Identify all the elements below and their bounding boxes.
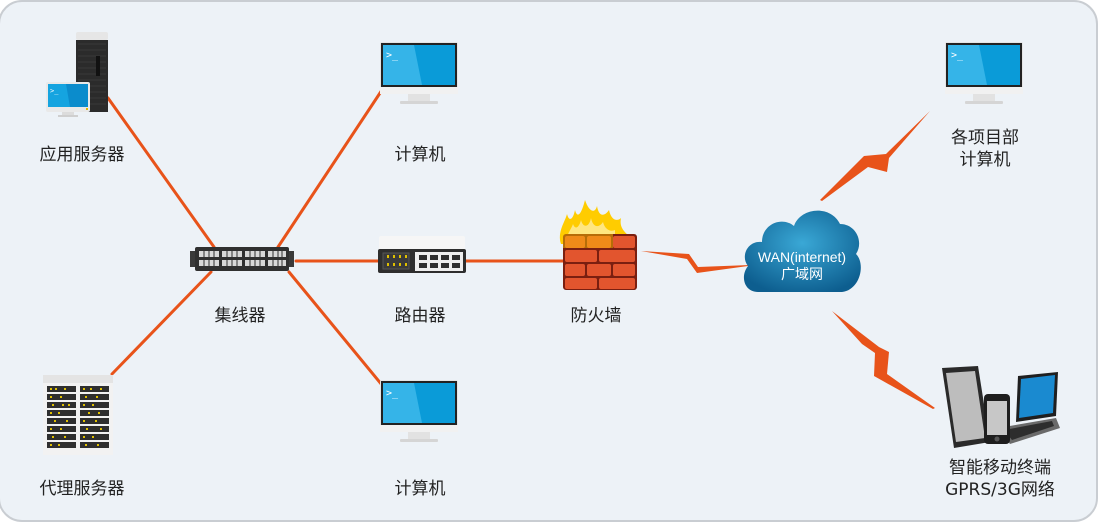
hub-node[interactable]: [190, 246, 300, 276]
svg-text:>_: >_: [386, 50, 399, 61]
router-node[interactable]: [377, 235, 467, 275]
svg-text:>_: >_: [951, 50, 964, 61]
svg-text:>_: >_: [386, 388, 399, 399]
project-computers-label-line2: 计算机: [959, 150, 1011, 170]
cloud-icon: [743, 210, 861, 292]
desktop-computer-icon: >_: [945, 42, 1023, 104]
network-hub-icon: [190, 247, 294, 271]
wan-cloud-label: WAN(internet) 广域网: [747, 249, 857, 283]
link-firewall-wan-lightning: [641, 251, 750, 273]
project-computers-node[interactable]: >_: [945, 42, 1025, 112]
computer-bottom-label: 计算机: [394, 479, 446, 499]
computer-top-label: 计算机: [394, 145, 446, 165]
wan-label-line1: WAN(internet): [757, 249, 847, 265]
mobile-devices-node[interactable]: [938, 364, 1063, 452]
mobile-label-line2: GPRS/3G网络: [945, 480, 1055, 500]
mobile-devices-label: 智能移动终端 GPRS/3G网络: [945, 457, 1055, 501]
link-hub-computer-top: [276, 88, 384, 249]
computer-top-node[interactable]: >_: [380, 42, 460, 112]
project-computers-label-line1: 各项目部: [951, 128, 1019, 148]
wan-label-line2: 广域网: [781, 266, 823, 282]
firewall-label: 防火墙: [570, 306, 622, 326]
desktop-computer-icon: >_: [380, 42, 458, 104]
router-label: 路由器: [394, 306, 446, 326]
link-wan-project-computers-lightning: [820, 111, 930, 201]
proxy-server-label: 代理服务器: [39, 479, 125, 499]
link-wan-mobile-lightning: [832, 311, 935, 409]
firewall-node[interactable]: [555, 192, 640, 292]
proxy-server-node[interactable]: [40, 374, 120, 456]
wan-cloud-node[interactable]: [738, 200, 866, 300]
app-server-node[interactable]: >_: [40, 30, 120, 120]
svg-text:>_: >_: [50, 87, 59, 95]
app-server-label: 应用服务器: [39, 145, 125, 165]
mobile-label-line1: 智能移动终端: [949, 458, 1051, 478]
link-hub-proxy-server: [110, 270, 213, 376]
hub-label: 集线器: [214, 306, 266, 326]
server-rack-icon: [43, 375, 113, 455]
project-computers-label: 各项目部 计算机: [951, 127, 1019, 171]
desktop-computer-icon: >_: [380, 380, 458, 442]
firewall-icon: [559, 200, 637, 290]
server-with-monitor-icon: >_: [46, 32, 108, 117]
router-icon: [378, 236, 466, 273]
link-hub-computer-bottom: [287, 270, 384, 387]
mobile-devices-icon: [942, 366, 1060, 448]
computer-bottom-node[interactable]: >_: [380, 380, 460, 450]
link-hub-app-server: [106, 96, 216, 249]
